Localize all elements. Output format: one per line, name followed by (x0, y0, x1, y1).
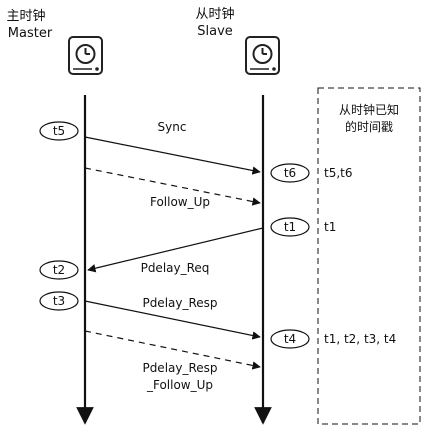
known-box-title-1: 从时钟已知 (339, 102, 399, 117)
follow-up-arrow (84, 167, 261, 206)
pdelay-resp-follow-up-label-2: _Follow_Up (146, 378, 213, 392)
master-title-en: Master (8, 26, 53, 41)
pdelay-req-label: Pdelay_Req (141, 261, 210, 275)
timestamp-t5: t5 (53, 124, 65, 138)
known-row-2: t1 (324, 220, 336, 234)
timestamp-ellipse (270, 329, 310, 349)
timestamp-t6: t6 (284, 166, 296, 180)
pdelay-resp-follow-up-arrow (84, 330, 261, 370)
pdelay-resp-arrow (84, 300, 261, 340)
master-title-cn: 主时钟 (6, 8, 45, 24)
sync-arrow (84, 136, 261, 175)
timestamp-ellipse (270, 163, 310, 183)
slave-title-en: Slave (197, 24, 233, 39)
timestamp-ellipse (39, 291, 79, 311)
timestamp-ellipse (39, 260, 79, 280)
timestamp-ellipse (270, 217, 310, 237)
sync-label: Sync (158, 120, 187, 134)
pdelay-req-arrow (87, 227, 264, 273)
timestamp-t1: t1 (284, 220, 296, 234)
known-box-title-2: 的时间戳 (345, 119, 393, 134)
clock-icon (68, 36, 103, 75)
known-row-1: t5,t6 (324, 166, 353, 180)
timestamp-t3: t3 (53, 294, 65, 308)
timestamp-ellipse (39, 121, 79, 141)
clock-icon (245, 36, 280, 75)
pdelay-resp-label: Pdelay_Resp (142, 296, 217, 310)
slave-title-cn: 从时钟 (195, 6, 234, 22)
pdelay-resp-follow-up-label-1: Pdelay_Resp (142, 361, 217, 375)
known-timestamps-box (317, 87, 421, 425)
known-row-3: t1, t2, t3, t4 (324, 332, 396, 346)
timestamp-t2: t2 (53, 263, 65, 277)
follow-up-label: Follow_Up (150, 195, 210, 209)
timestamp-t4: t4 (284, 332, 296, 346)
